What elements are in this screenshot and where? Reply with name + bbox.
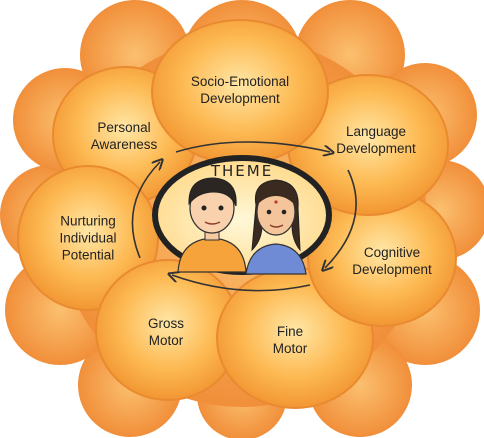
cycle-arrows xyxy=(131,141,357,292)
label-line: Individual xyxy=(59,230,117,246)
label-line: Socio-Emotional xyxy=(190,74,290,89)
arrow-bottom xyxy=(172,275,311,292)
label-fine-motor: Fine Motor xyxy=(273,323,308,357)
label-socio-emotional: Socio-Emotional Development xyxy=(191,73,289,107)
label-line: Awareness xyxy=(90,137,158,152)
petal-nurturing xyxy=(17,165,159,311)
label-line: Personal xyxy=(97,120,151,135)
label-line: Motor xyxy=(148,333,184,348)
label-line: Development xyxy=(352,262,432,277)
label-line: Fine xyxy=(276,324,304,339)
theme-title: THEME xyxy=(210,162,274,180)
arrow-top xyxy=(175,141,330,152)
arrow-right xyxy=(325,169,357,268)
label-line: Cognitive xyxy=(363,245,421,260)
label-language: Language Development xyxy=(336,123,416,157)
arrow-left xyxy=(131,162,160,259)
label-personal-awareness: Personal Awareness xyxy=(91,119,158,153)
label-line: Potential xyxy=(61,247,115,263)
label-nurturing: Nurturing Individual Potential xyxy=(59,213,116,264)
label-cognitive: Cognitive Development xyxy=(352,244,432,278)
label-line: Language xyxy=(345,124,407,139)
label-line: Nurturing xyxy=(60,213,116,229)
label-line: Development xyxy=(200,91,280,106)
label-line: Motor xyxy=(272,341,308,356)
label-line: Gross xyxy=(147,316,185,331)
boy-illustration xyxy=(177,177,247,273)
girl-illustration xyxy=(245,179,307,275)
label-gross-motor: Gross Motor xyxy=(148,315,184,349)
label-line: Development xyxy=(336,141,416,156)
